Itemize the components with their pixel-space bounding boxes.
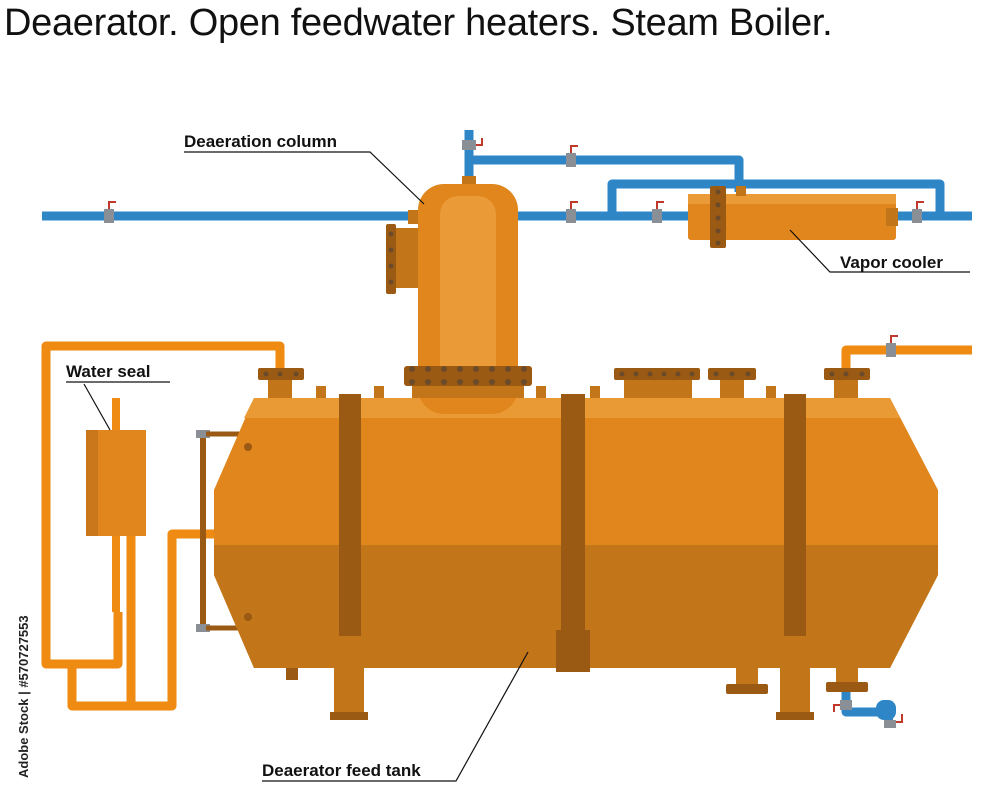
water-seal-piping — [41, 341, 972, 711]
seal-top-stub — [112, 398, 120, 432]
column-base-flange — [404, 366, 532, 386]
right-inlet-pipe — [841, 345, 972, 372]
valve-icon — [566, 201, 578, 223]
valve-icon — [884, 714, 903, 728]
tank-legs — [330, 630, 814, 720]
water-seal-shade — [86, 430, 98, 536]
support-band-left — [339, 394, 361, 714]
vent-pipe — [464, 130, 744, 192]
valves — [104, 138, 924, 728]
manhole-nozzle — [624, 378, 692, 398]
valve-icon — [462, 138, 483, 150]
vapor-cooler-body — [688, 194, 896, 240]
support-band-right — [784, 394, 806, 714]
leader-lines — [66, 151, 970, 782]
leader-water-seal — [66, 381, 170, 431]
valve-icon — [912, 201, 924, 223]
seal-bottom-stub — [112, 536, 120, 612]
label-deaeration-column: Deaeration column — [184, 132, 337, 151]
tank-support-bands — [339, 394, 806, 714]
label-feed-tank: Deaerator feed tank — [262, 761, 421, 780]
valve-icon — [833, 700, 852, 712]
column-inner-highlight — [440, 196, 496, 396]
label-water-seal: Water seal — [66, 362, 150, 381]
page-title: Deaerator. Open feedwater heaters. Steam… — [4, 2, 833, 44]
valve-icon — [104, 201, 116, 223]
support-band-middle — [561, 394, 585, 672]
column-flange-bolts — [388, 231, 527, 385]
leader-vapor-cooler — [789, 229, 970, 273]
drain-pipe-down — [884, 708, 893, 728]
column-side-nozzle — [392, 228, 418, 288]
valve-icon — [886, 335, 898, 357]
tank-bottom-nozzles — [726, 668, 868, 694]
vapor-cooler-bolts — [715, 189, 721, 246]
valve-icon — [652, 201, 664, 223]
seal-overflow-loop — [41, 341, 285, 669]
stock-id-caption: Adobe Stock | #570727553 — [16, 615, 31, 778]
deaeration-column — [386, 176, 532, 414]
seal-return-loop — [67, 529, 218, 711]
label-vapor-cooler: Vapor cooler — [840, 253, 943, 272]
leader-deaeration-column — [184, 151, 425, 205]
cooler-bypass-pipe — [607, 179, 945, 216]
leader-feed-tank — [262, 651, 529, 782]
valve-icon — [566, 145, 578, 167]
manhole-bolts — [263, 371, 865, 377]
tank-top-nozzles — [258, 368, 870, 398]
